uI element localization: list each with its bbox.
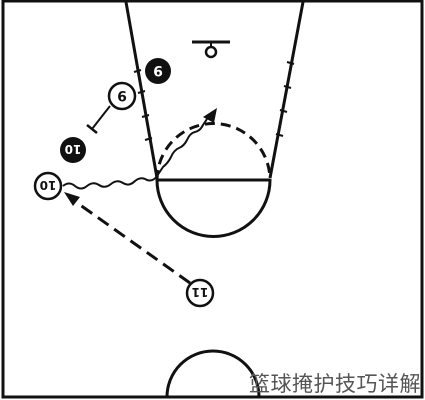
player-10-offense: 10 bbox=[33, 171, 63, 201]
lane-hash-marks bbox=[133, 61, 295, 141]
player-9-defense: 9 bbox=[145, 58, 171, 84]
screen-line bbox=[91, 105, 111, 130]
pass-arrowhead bbox=[64, 192, 80, 206]
basket-rim bbox=[204, 45, 218, 59]
free-throw-circle-solid bbox=[155, 179, 272, 238]
player-9-offense-label: 9 bbox=[117, 87, 127, 103]
lane-right-line bbox=[268, 1, 305, 179]
player-9-defense-label: 9 bbox=[153, 62, 163, 78]
free-throw-circle-dashed bbox=[155, 122, 272, 181]
player-11-offense-label: 11 bbox=[192, 285, 209, 299]
player-9-offense: 9 bbox=[107, 81, 137, 111]
lane-left-line bbox=[124, 1, 159, 179]
watermark-caption: 篮球掩护技巧详解 bbox=[249, 372, 421, 396]
center-circle bbox=[165, 349, 261, 398]
player-10-defense: 10 bbox=[60, 137, 86, 163]
cut-arrowhead bbox=[203, 108, 217, 123]
cut-path-wavy bbox=[62, 115, 210, 190]
player-10-defense-label: 10 bbox=[65, 142, 82, 156]
pass-line-dashed bbox=[75, 200, 191, 285]
player-11-offense: 11 bbox=[185, 278, 215, 308]
player-10-offense-label: 10 bbox=[40, 178, 57, 192]
screen-bar bbox=[86, 124, 98, 134]
